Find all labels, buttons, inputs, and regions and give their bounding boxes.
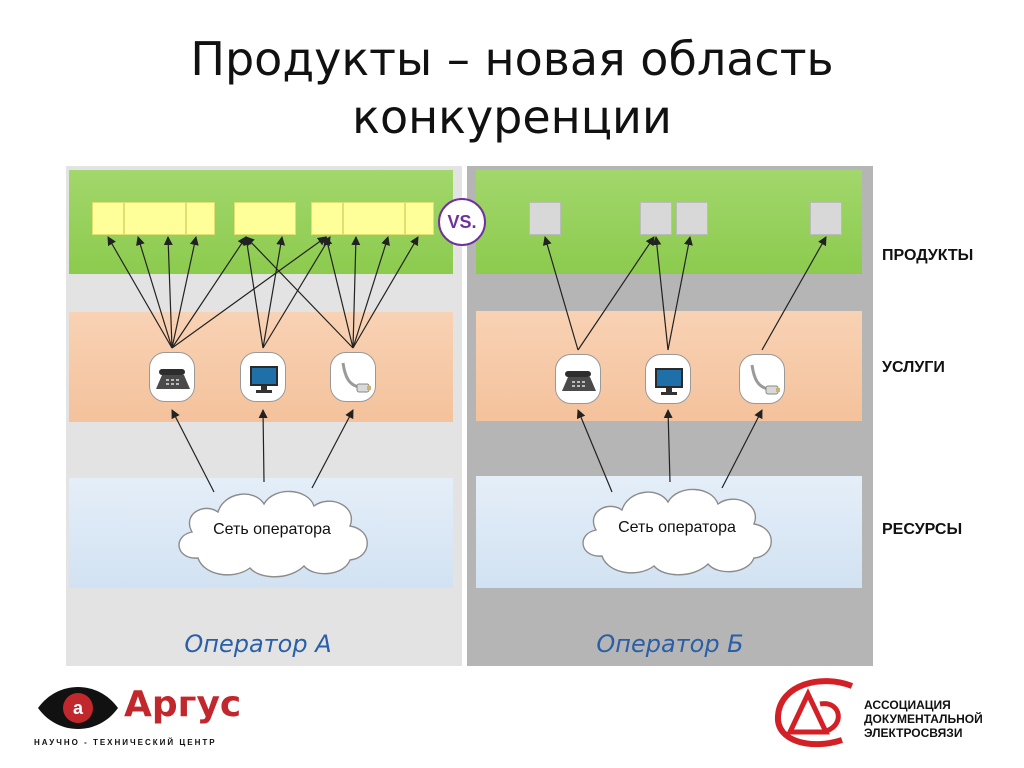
vs-badge: VS. bbox=[438, 198, 486, 246]
operator-b-label: Оператор Б bbox=[596, 630, 744, 658]
argus-logo: a Аргус НАУЧНО - ТЕХНИЧЕСКИЙ ЦЕНТР bbox=[34, 680, 241, 750]
association-line-2: ДОКУМЕНТАЛЬНОЙ bbox=[864, 712, 983, 726]
resources-layer-label: РЕСУРСЫ bbox=[882, 521, 963, 538]
operator-b-network-label: Сеть оператора bbox=[618, 519, 736, 536]
cloud-icon bbox=[178, 490, 368, 578]
product-a-6 bbox=[343, 202, 405, 235]
telephone-icon bbox=[555, 354, 601, 404]
association-line-1: АССОЦИАЦИЯ bbox=[864, 698, 951, 712]
operator-a-label: Оператор А bbox=[184, 630, 332, 658]
argus-logo-name: Аргус bbox=[124, 684, 242, 725]
cable-connector-icon bbox=[739, 354, 785, 404]
title-line-1: Продукты – новая область bbox=[190, 32, 834, 86]
product-b-3 bbox=[676, 202, 708, 235]
product-a-1 bbox=[92, 202, 124, 235]
product-a-3 bbox=[186, 202, 215, 235]
telephone-icon bbox=[149, 352, 195, 402]
monitor-icon bbox=[240, 352, 286, 402]
cable-connector-icon bbox=[330, 352, 376, 402]
product-a-5 bbox=[311, 202, 343, 235]
product-b-2 bbox=[640, 202, 672, 235]
association-emblem-icon bbox=[775, 678, 854, 748]
monitor-icon bbox=[645, 354, 691, 404]
cloud-icon bbox=[582, 488, 772, 576]
association-line-3: ЭЛЕКТРОСВЯЗИ bbox=[864, 726, 963, 740]
operator-a-network-label: Сеть оператора bbox=[213, 521, 331, 538]
title-line-2: конкуренции bbox=[352, 90, 672, 144]
product-b-1 bbox=[529, 202, 561, 235]
product-a-2 bbox=[124, 202, 186, 235]
products-layer-label: ПРОДУКТЫ bbox=[882, 247, 974, 264]
page-title: Продукты – новая область конкуренции bbox=[0, 30, 1024, 146]
product-a-4 bbox=[234, 202, 296, 235]
argus-eye-icon: a bbox=[38, 687, 118, 729]
association-logo: АССОЦИАЦИЯ ДОКУМЕНТАЛЬНОЙ ЭЛЕКТРОСВЯЗИ bbox=[772, 676, 1002, 748]
product-b-4 bbox=[810, 202, 842, 235]
services-layer-label: УСЛУГИ bbox=[882, 359, 945, 376]
product-a-7 bbox=[405, 202, 434, 235]
argus-logo-subtitle: НАУЧНО - ТЕХНИЧЕСКИЙ ЦЕНТР bbox=[34, 738, 217, 747]
svg-text:a: a bbox=[73, 698, 84, 718]
